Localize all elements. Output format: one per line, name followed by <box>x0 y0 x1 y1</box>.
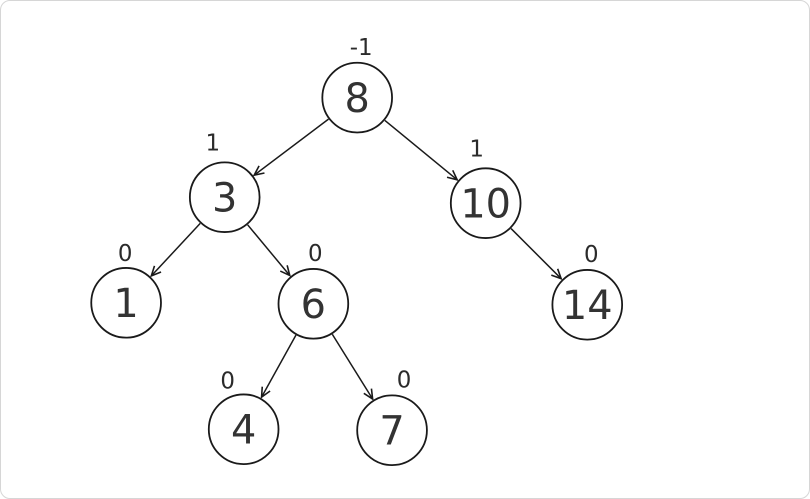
balance-factor-label-6: 0 <box>308 241 323 267</box>
node-value-4: 4 <box>231 407 256 453</box>
balance-factor-label-14: 0 <box>584 242 599 268</box>
tree-edge-3-6 <box>247 224 291 277</box>
node-circle-3 <box>188 161 261 233</box>
tree-node-1: 10 <box>90 241 162 339</box>
tree-edge-6-7 <box>331 333 374 401</box>
tree-edge-10-14 <box>510 228 563 280</box>
tree-node-6: 60 <box>277 241 350 340</box>
tree-node-4: 40 <box>207 369 280 466</box>
node-value-7: 7 <box>379 408 404 454</box>
node-circle-4 <box>207 393 280 466</box>
balance-factor-label-3: 1 <box>205 131 220 157</box>
tree-node-10: 10 1 <box>449 137 522 239</box>
tree-node-3: 31 <box>188 131 261 233</box>
node-value-8: 8 <box>345 76 370 122</box>
balance-factor-label-10: 1 <box>469 137 484 163</box>
tree-edge-8-10 <box>384 119 459 181</box>
node-circle-1 <box>90 267 162 339</box>
tree-node-8: 8 -1 <box>321 35 393 134</box>
node-value-1: 1 <box>113 281 138 327</box>
node-value-3: 3 <box>212 175 237 221</box>
tree-node-14: 14 0 <box>551 242 624 341</box>
node-value-10: 10 <box>460 181 511 227</box>
node-value-6: 6 <box>301 282 326 328</box>
edges-layer <box>150 118 563 401</box>
node-circle-6 <box>277 268 350 340</box>
node-value-14: 14 <box>562 283 613 329</box>
tree-node-7: 70 <box>356 368 428 467</box>
tree-edge-8-3 <box>252 118 329 177</box>
balance-factor-label-4: 0 <box>220 369 235 395</box>
tree-edge-3-1 <box>150 222 201 278</box>
node-circle-8 <box>321 61 393 134</box>
balance-factor-label-7: 0 <box>397 368 412 394</box>
node-circle-7 <box>356 394 428 467</box>
balance-factor-label-1: 0 <box>118 241 133 267</box>
node-circle-14 <box>551 269 624 341</box>
tree-edge-6-4 <box>260 334 297 399</box>
node-circle-10 <box>449 167 522 239</box>
balance-factor-label-8: -1 <box>350 35 373 61</box>
